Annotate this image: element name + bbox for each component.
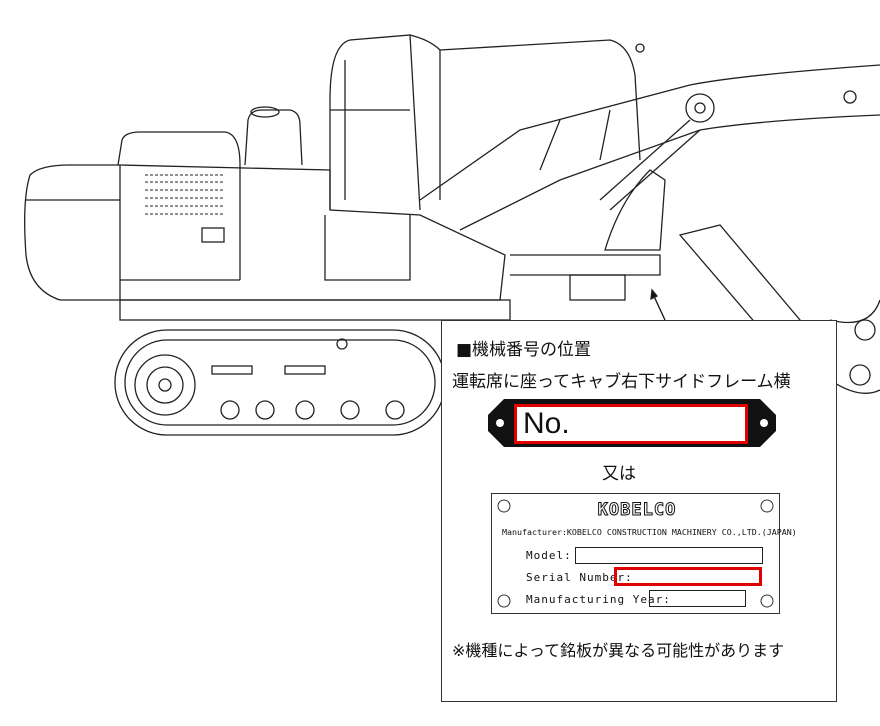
- serial-number-info-box: ■機械番号の位置 運転席に座ってキャブ右下サイドフレーム横 No. 又は KOB…: [441, 320, 837, 702]
- manufacturing-year-label: Manufacturing Year:: [526, 593, 671, 606]
- boom: [419, 64, 880, 231]
- upper-body: [24, 164, 506, 301]
- serial-number-label: Serial Number:: [526, 571, 633, 584]
- serial-number-field-highlight: [614, 567, 762, 586]
- nameplate-hole: [760, 594, 774, 608]
- manufacturing-year-field: [649, 590, 746, 607]
- kobelco-nameplate: KOBELCO Manufacturer:KOBELCO CONSTRUCTIO…: [491, 493, 797, 614]
- plate-hole: [760, 419, 768, 427]
- sprocket: [134, 354, 196, 416]
- plate-number-label: No.: [523, 407, 570, 440]
- number-plate-highlight: No.: [514, 404, 748, 444]
- nameplate-hole: [497, 594, 511, 608]
- kobelco-logo: KOBELCO: [597, 500, 677, 521]
- plate-hole: [496, 419, 504, 427]
- model-label: Model:: [526, 549, 572, 562]
- nameplate-hole: [497, 499, 511, 513]
- nameplate-hole: [760, 499, 774, 513]
- or-text: 又は: [602, 464, 636, 484]
- location-text: 運転席に座ってキャブ右下サイドフレーム横: [452, 372, 791, 392]
- track-rollers: [220, 400, 405, 420]
- cab: [329, 34, 421, 211]
- model-field: [575, 547, 763, 564]
- note-text: ※機種によって銘板が異なる可能性があります: [452, 641, 785, 660]
- info-title: ■機械番号の位置: [456, 340, 592, 360]
- manufacturer-text: Manufacturer:KOBELCO CONSTRUCTION MACHIN…: [502, 527, 797, 537]
- engine-vents: [145, 174, 225, 215]
